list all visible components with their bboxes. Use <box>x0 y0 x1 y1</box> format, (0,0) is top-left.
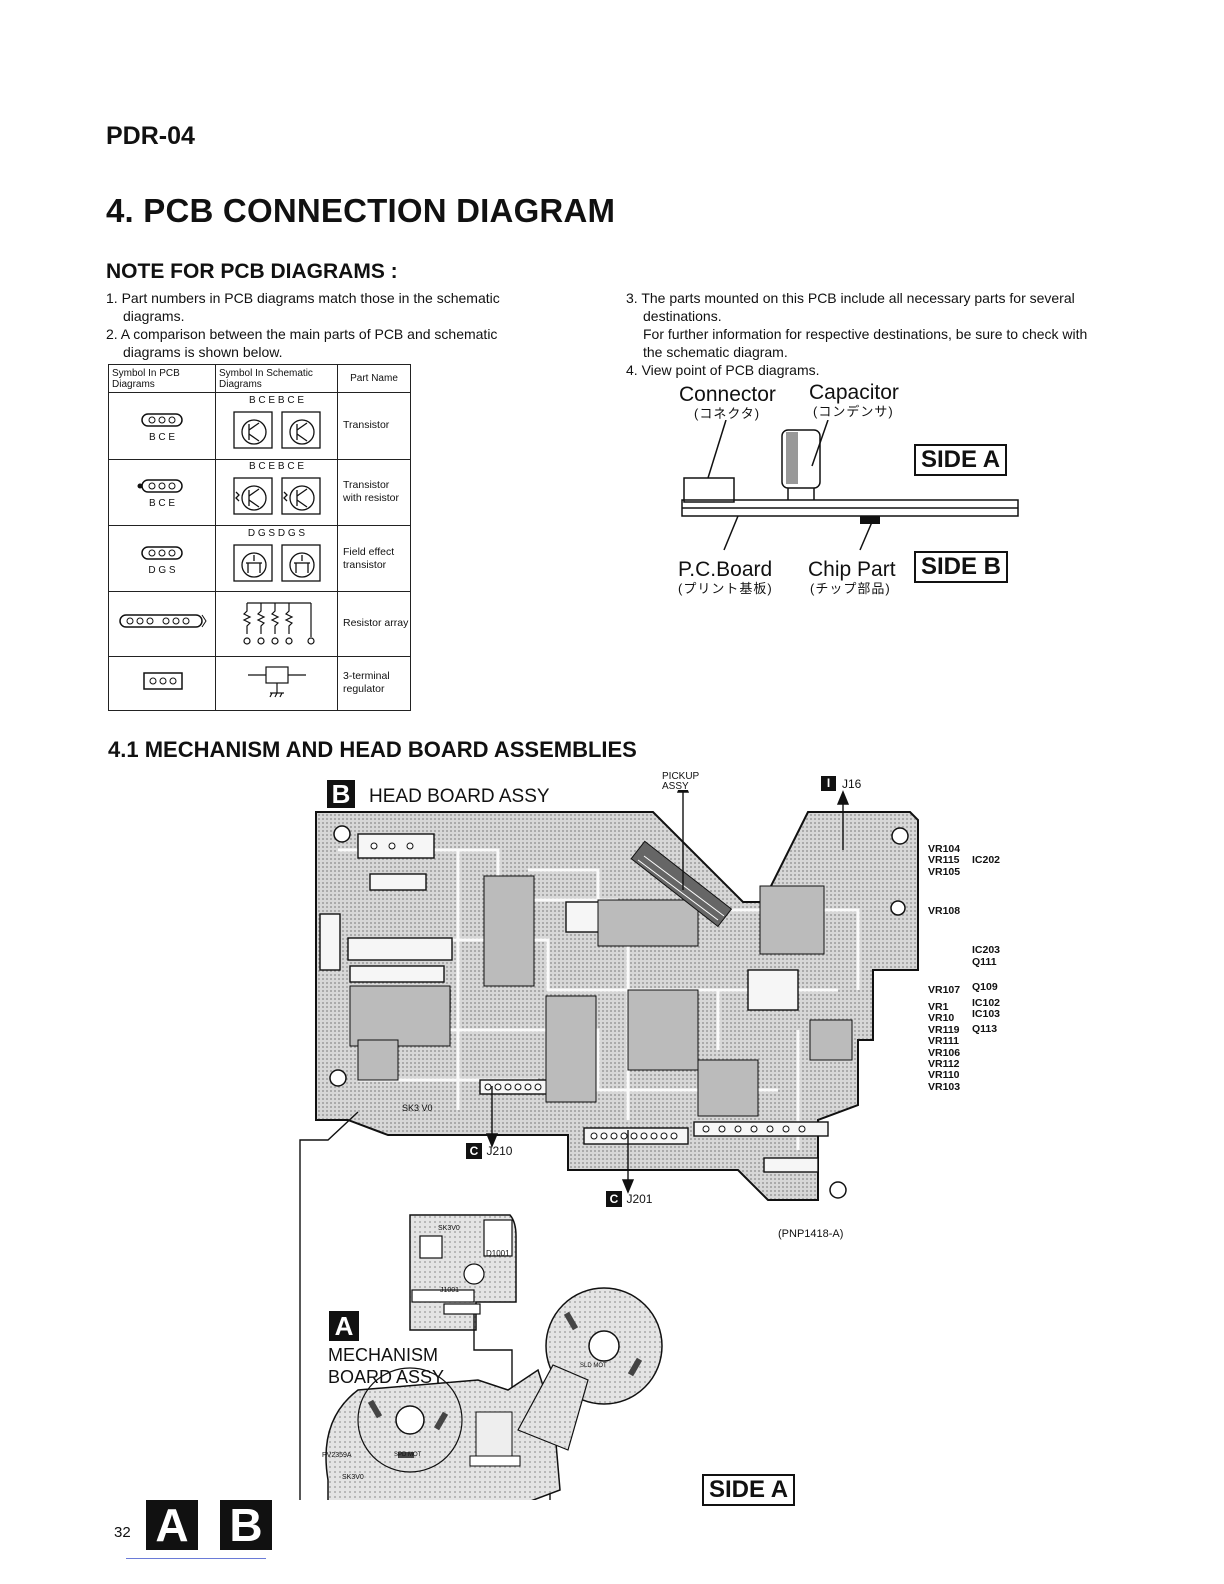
note-3a: 3. The parts mounted on this PCB include… <box>626 290 1075 324</box>
page-number: 32 <box>114 1524 131 1541</box>
mech-label-j1001: J1001 <box>440 1287 460 1294</box>
mech-label-sk3v0: SK3V0 <box>438 1225 460 1232</box>
head-board-badge: B <box>327 780 355 808</box>
board-part-number: (PNP1418-A) <box>778 1228 844 1240</box>
notes-left: 1. Part numbers in PCB diagrams match th… <box>106 289 556 361</box>
note-2: 2. A comparison between the main parts o… <box>106 326 498 360</box>
note-3b: For further information for respective d… <box>643 326 1088 360</box>
page-title: 4. PCB CONNECTION DIAGRAM <box>106 192 616 229</box>
pcb-transistor-symbol: B C E <box>108 392 216 460</box>
mech-label-sk3v0-2: SK3V0 <box>342 1474 364 1481</box>
col-header-part-name: Part Name <box>337 363 411 394</box>
pcboard-label-jp: (プリント基板) <box>678 581 773 596</box>
capacitor-label: Capacitor <box>809 381 899 404</box>
connector-label: Connector <box>679 383 776 406</box>
mechanism-board-badge: A <box>329 1311 359 1341</box>
part-name-transistor: Transistor <box>337 392 411 460</box>
part-name-transistor-resistor: Transistor with resistor <box>337 458 411 526</box>
part-name-resistor-array: Resistor array <box>337 591 411 657</box>
j201-badge: C <box>606 1191 622 1207</box>
head-board-label: HEAD BOARD ASSY <box>369 786 550 807</box>
notes-heading: NOTE FOR PCB DIAGRAMS : <box>106 260 398 283</box>
footer-badge-b: B <box>220 1500 272 1550</box>
model-number: PDR-04 <box>106 122 195 150</box>
col-header-schematic: Symbol In Schematic Diagrams <box>215 363 338 394</box>
chip-part-label-jp: (チップ部品) <box>810 581 891 596</box>
pcb-resistor-array-symbol <box>108 591 216 657</box>
table-row: 3-terminal regulator <box>108 655 411 712</box>
footer-rule <box>126 1558 266 1559</box>
j210-connector: C J210 <box>466 1142 512 1160</box>
sch-transistor-symbol: B C E B C E <box>215 392 338 460</box>
side-a-label: SIDE A <box>914 444 1008 476</box>
sch-fet-symbol: D G S D G S <box>215 524 338 593</box>
sch-resistor-array-symbol <box>215 591 338 657</box>
j16-badge: I <box>821 776 836 791</box>
symbol-comparison-table: Symbol In PCB Diagrams Symbol In Schemat… <box>108 363 411 712</box>
pcb-fet-symbol: D G S <box>108 524 216 593</box>
note-1: 1. Part numbers in PCB diagrams match th… <box>106 290 500 324</box>
j210-badge: C <box>466 1143 482 1159</box>
pickup-label: PICKUP ASSY <box>662 771 700 792</box>
footer-badge-a: A <box>146 1500 198 1550</box>
pcboard-label: P.C.Board <box>678 558 773 581</box>
mech-label-spd-mot: SPD MOT <box>394 1452 422 1458</box>
part-name-fet: Field effect transistor <box>337 524 411 593</box>
pcb-regulator-symbol <box>108 655 216 712</box>
pcb-board-drawing <box>299 790 919 1500</box>
pcb-transistor-resistor-symbol: B C E <box>108 458 216 526</box>
j201-connector: C J201 <box>606 1190 652 1208</box>
table-row: B C E B C E B C E Transistor with resist… <box>108 458 411 526</box>
side-b-label: SIDE B <box>914 551 1009 583</box>
j16-label: J16 <box>842 777 862 791</box>
side-a-bottom-label: SIDE A <box>702 1474 796 1506</box>
mech-label-sld-mot: SLD MOT <box>580 1363 607 1369</box>
mech-label-d1001: D1001 <box>486 1249 510 1258</box>
notes-right: 3. The parts mounted on this PCB include… <box>626 289 1096 379</box>
j210-label: J210 <box>486 1144 513 1158</box>
part-name-regulator: 3-terminal regulator <box>337 655 411 712</box>
connector-label-jp: (コネクタ) <box>694 406 761 421</box>
pcb-viewpoint-diagram <box>681 420 1019 551</box>
mech-label-pv2359a: PV2359A <box>322 1452 352 1459</box>
section-title: 4.1 MECHANISM AND HEAD BOARD ASSEMBLIES <box>108 737 637 762</box>
sch-transistor-resistor-symbol: B C E B C E <box>215 458 338 526</box>
col-header-pcb: Symbol In PCB Diagrams <box>108 363 216 394</box>
table-row: Resistor array <box>108 591 411 657</box>
sch-regulator-symbol <box>215 655 338 712</box>
sk3-label: SK3 V0 <box>402 1103 433 1113</box>
table-row: D G S D G S D G S Field effect transisto… <box>108 524 411 593</box>
chip-part-label: Chip Part <box>808 558 896 581</box>
table-row: B C E B C E B C E Transistor <box>108 392 411 460</box>
note-4: 4. View point of PCB diagrams. <box>626 362 820 378</box>
j201-label: J201 <box>626 1192 653 1206</box>
capacitor-label-jp: (コンデンサ) <box>813 404 894 419</box>
